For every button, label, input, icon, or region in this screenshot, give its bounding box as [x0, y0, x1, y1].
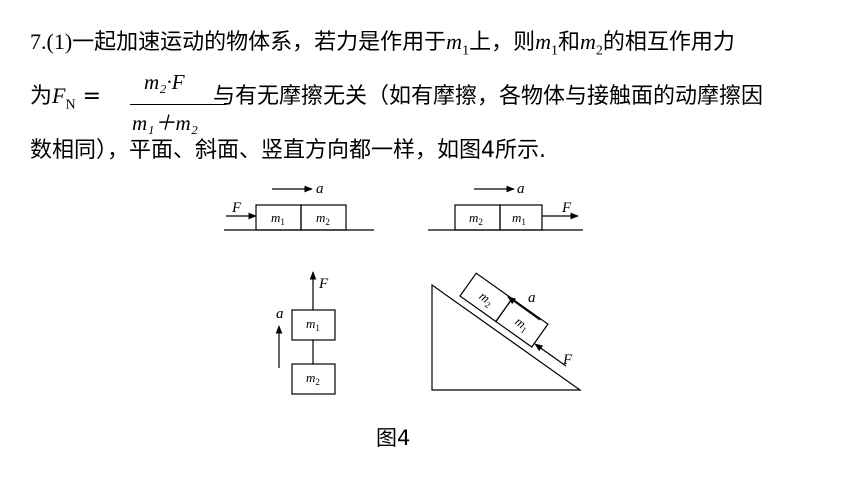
text-segment: 与有无摩擦无关（如有摩擦，各物体与接触面的动摩擦因: [213, 84, 764, 109]
label-m-letter: m: [469, 210, 478, 225]
label-m-letter: m: [306, 370, 315, 385]
equals-sign: =: [75, 84, 102, 109]
line-3: 数相同），平面、斜面、竖直方向都一样，如图4所示.: [30, 132, 842, 186]
label-subscript: 1: [315, 323, 320, 333]
label-subscript: 1: [521, 217, 526, 227]
label-F: F: [561, 200, 572, 216]
label-subscript: 2: [478, 217, 483, 227]
label-subscript: 2: [315, 377, 320, 387]
text-segment: 数相同），平面、斜面、竖直方向都一样，如图4所示.: [30, 138, 546, 163]
text-segment: 为: [30, 84, 53, 109]
text-segment: 上，则: [469, 30, 536, 55]
fraction-bar: [130, 104, 226, 105]
text-segment: 的相互作用力: [602, 30, 735, 55]
item-number: 7.(1): [30, 29, 73, 54]
label-F: F: [562, 352, 573, 368]
label-subscript: 2: [325, 217, 330, 227]
panel-horizontal-right: F a m2 m1: [428, 181, 583, 231]
block-m2: [300, 204, 347, 231]
label-subscript: 1: [519, 325, 528, 336]
label-subscript: 1: [280, 217, 285, 227]
block-m2: [291, 363, 336, 395]
text-segment: 一起加速运动的物体系，若力是作用于: [72, 30, 447, 55]
panel-horizontal-left: F a m1 m2: [224, 181, 374, 231]
subscript: 1: [462, 43, 470, 59]
symbol-m: m: [535, 29, 551, 54]
label-m-letter: m: [306, 316, 315, 331]
label-m: m1: [271, 210, 285, 227]
label-m-letter: m: [316, 210, 325, 225]
symbol-F: F: [52, 83, 66, 108]
line-1: 7.(1)一起加速运动的物体系，若力是作用于m1上，则m1和m2的相互作用力: [30, 24, 842, 78]
panel-incline: m2 m1 a F: [431, 272, 582, 391]
label-F: F: [231, 200, 242, 216]
force-arrow: [534, 343, 567, 367]
label-m: m2: [469, 210, 483, 227]
line-2: 为FN = 与有无摩擦无关（如有摩擦，各物体与接触面的动摩擦因 m₂·F m₁＋m…: [30, 70, 842, 135]
label-a: a: [316, 181, 324, 197]
subscript: N: [65, 97, 76, 113]
label-F: F: [318, 276, 329, 292]
symbol-m: m: [446, 29, 463, 54]
label-m: m1: [512, 210, 526, 227]
label-a: a: [528, 290, 536, 306]
subscript: 1: [550, 43, 558, 59]
acceleration-arrow: [507, 296, 541, 321]
label-m: m2: [306, 370, 320, 387]
label-m: m2: [316, 210, 330, 227]
subscript: 2: [595, 43, 603, 59]
label-a: a: [276, 306, 284, 322]
label-subscript: 2: [483, 299, 492, 310]
symbol-m: m: [579, 29, 596, 54]
fraction-numerator: m₂·F: [144, 70, 185, 94]
block-m1: [499, 204, 543, 231]
label-m-letter: m: [512, 210, 521, 225]
label-m: m2: [475, 288, 496, 310]
label-m-letter: m: [271, 210, 280, 225]
text-segment: 和: [557, 30, 580, 55]
label-m: m1: [511, 314, 532, 336]
fraction-denominator: m₁＋m₂: [132, 111, 198, 135]
fraction: m₂·F m₁＋m₂: [130, 70, 226, 135]
incline-triangle: [431, 283, 582, 391]
label-a: a: [517, 181, 525, 197]
block-m1: [495, 297, 549, 348]
figure-caption: 图4: [376, 426, 411, 450]
panel-vertical: F a m1 m2: [275, 271, 336, 395]
label-m: m1: [306, 316, 320, 333]
paragraph: 7.(1)一起加速运动的物体系，若力是作用于m1上，则m1和m2的相互作用力 为…: [30, 24, 842, 186]
